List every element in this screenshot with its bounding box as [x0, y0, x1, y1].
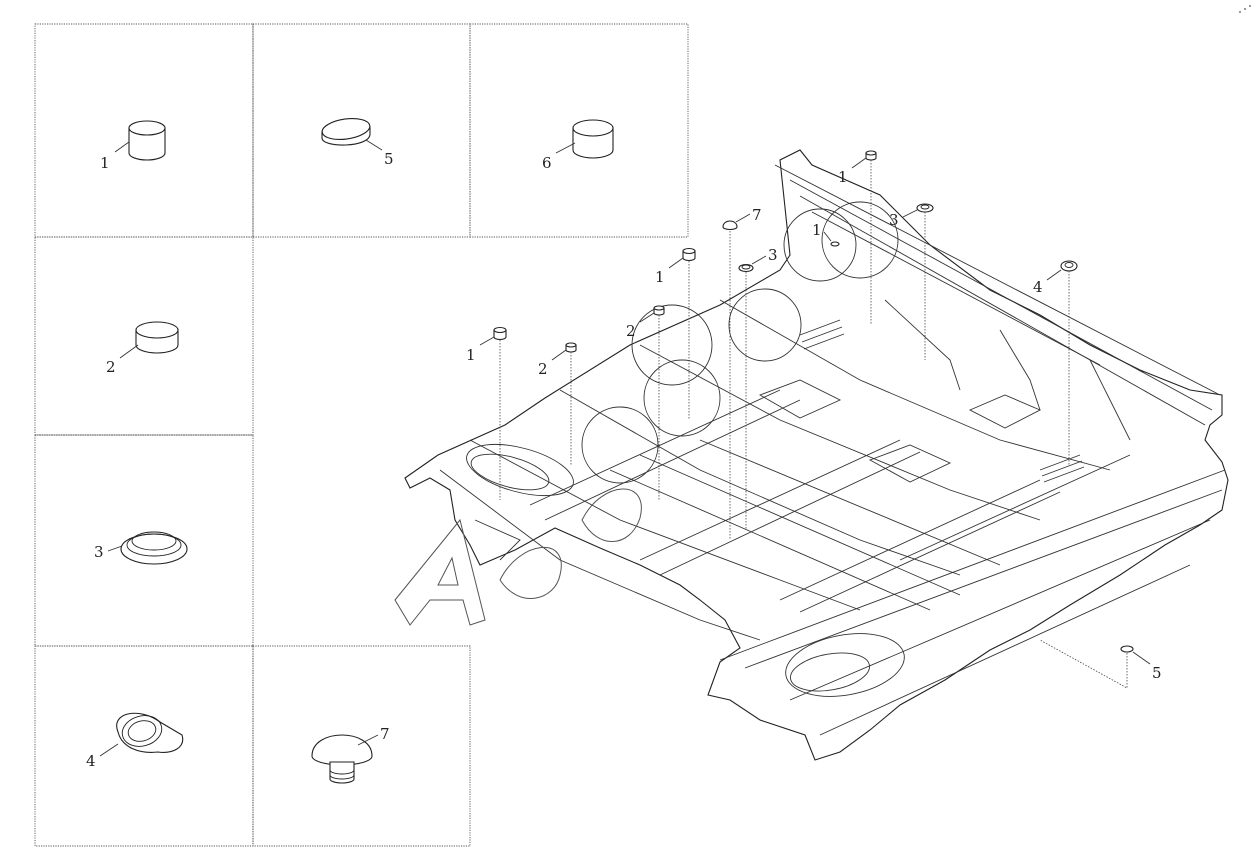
- callout-3-mid: 3: [738, 246, 778, 530]
- callout-4: 4: [1033, 260, 1078, 465]
- callout-1-top: 1: [838, 150, 877, 325]
- callout-3-right: 3: [889, 203, 934, 360]
- legend-label-2: 2: [106, 358, 116, 376]
- legend-label-7: 7: [380, 725, 390, 743]
- part-5-oval-plug-icon: 5: [321, 117, 394, 168]
- callout-label: 2: [626, 322, 636, 340]
- callout-7: 7: [722, 206, 762, 540]
- legend-label-5: 5: [384, 150, 394, 168]
- part-2-plug-icon: 2: [106, 321, 179, 376]
- callout-label: 5: [1152, 664, 1162, 682]
- callout-label: 1: [812, 221, 822, 239]
- legend-label-4: 4: [86, 752, 96, 770]
- callout-label: 3: [889, 211, 899, 229]
- legend-label-6: 6: [542, 154, 552, 172]
- callout-label: 1: [655, 268, 665, 286]
- callout-1-left: 1: [466, 326, 507, 500]
- legend-label-1: 1: [100, 154, 110, 172]
- callout-label: 4: [1033, 278, 1043, 296]
- callout-2-left: 2: [538, 342, 577, 465]
- callout-1-mid: 1: [655, 247, 696, 420]
- callout-label: 1: [838, 168, 848, 186]
- callout-label: 7: [752, 206, 762, 224]
- part-6-plug-icon: 6: [542, 119, 614, 172]
- corner-mark: [1239, 5, 1251, 13]
- part-4-tabbed-grommet-icon: 4: [86, 712, 184, 770]
- part-1-plug-icon: 1: [100, 120, 166, 172]
- callout-5: 5: [1039, 639, 1162, 689]
- callout-label: 2: [538, 360, 548, 378]
- legend-label-3: 3: [94, 543, 104, 561]
- callout-label: 1: [466, 346, 476, 364]
- legend-grid: [34, 23, 689, 847]
- floor-pan-assembly: [404, 149, 1229, 761]
- callout-label: 3: [768, 246, 778, 264]
- part-3-grommet-icon: 3: [94, 531, 188, 565]
- watermark: [394, 488, 642, 626]
- callout-2-mid: 2: [626, 305, 665, 500]
- part-7-dome-plug-icon: 7: [311, 725, 390, 784]
- callout-1-inner: 1: [812, 221, 840, 247]
